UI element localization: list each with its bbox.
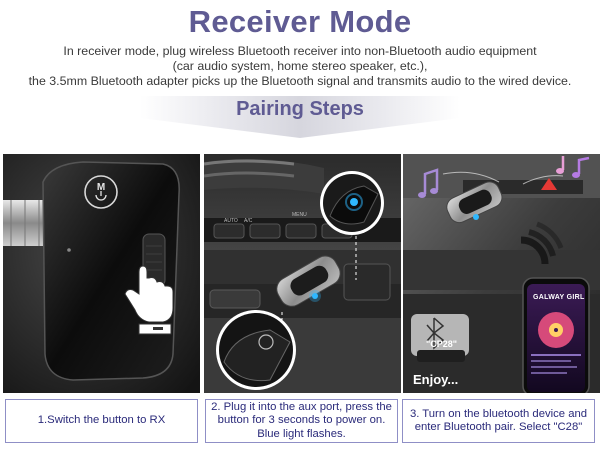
steps-banner-arrow [140, 96, 460, 138]
step-3-image: "CP28" Enjoy... GALWAY GIRL [403, 154, 600, 393]
mode-button-label: M [97, 182, 105, 193]
pointing-hand-icon [124, 265, 174, 335]
step-3-caption: 3. Turn on the bluetooth device and ente… [402, 399, 595, 443]
description-line-2: (car audio system, home stereo speaker, … [172, 59, 428, 73]
description: In receiver mode, plug wireless Bluetoot… [0, 44, 600, 89]
bluetooth-device-label: "CP28" [426, 339, 458, 349]
svg-text:A/C: A/C [244, 218, 253, 224]
svg-text:MENU: MENU [292, 212, 307, 218]
step-1-caption: 1.Switch the button to RX [5, 399, 198, 443]
music-notes-icon [418, 156, 590, 198]
enjoy-text: Enjoy... [413, 372, 459, 387]
phone-song-title: GALWAY GIRL [533, 294, 585, 301]
description-line-3: the 3.5mm Bluetooth adapter picks up the… [28, 74, 572, 88]
status-light [312, 293, 318, 299]
step-2-image: AUTO A/C MENU [204, 154, 401, 393]
step-2-caption: 2. Plug it into the aux port, press the … [205, 399, 398, 443]
svg-text:AUTO: AUTO [224, 218, 238, 224]
description-line-1: In receiver mode, plug wireless Bluetoot… [63, 44, 537, 58]
step-1-image: M [3, 154, 200, 393]
bluetooth-icon [426, 317, 445, 350]
steps-heading: Pairing Steps [236, 98, 364, 120]
page-title: Receiver Mode [188, 4, 412, 39]
